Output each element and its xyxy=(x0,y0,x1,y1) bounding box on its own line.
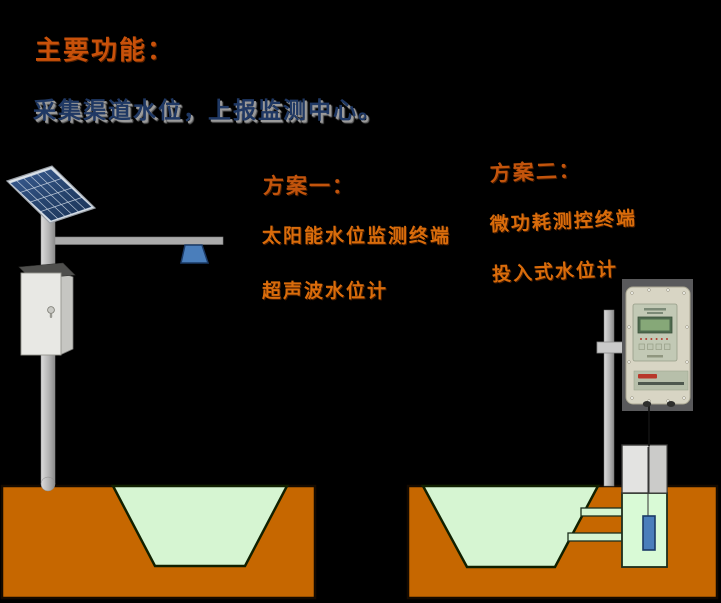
rtu-buttons xyxy=(638,343,671,350)
plan1-item-terminal: 太阳能水位监测终端 xyxy=(262,225,452,247)
mounting-pole xyxy=(596,309,626,487)
pole-bracket xyxy=(596,341,626,354)
rtu-brand-label xyxy=(633,370,689,391)
page-title: 主要功能： xyxy=(35,36,176,66)
plan2-item-terminal: 微功耗测控终端 xyxy=(489,207,638,236)
rtu-device-photo xyxy=(622,279,693,446)
left-channel xyxy=(110,484,290,568)
plan1-item-gauge: 超声波水位计 xyxy=(262,280,389,302)
cabinet-lock-icon xyxy=(47,306,55,318)
right-channel xyxy=(420,484,601,569)
sensor-arm xyxy=(52,236,224,245)
equipment-cabinet xyxy=(18,262,76,356)
enclosure-screws xyxy=(627,288,689,403)
rtu-led-indicators xyxy=(640,338,668,340)
ultrasonic-sensor-icon xyxy=(180,244,210,264)
plan2-item-gauge: 投入式水位计 xyxy=(491,258,619,286)
submersible-sensor-icon xyxy=(642,515,656,551)
rtu-lcd-screen xyxy=(637,316,673,334)
plan2-title: 方案二： xyxy=(489,157,583,186)
solar-panel-icon xyxy=(5,165,97,224)
cable-glands xyxy=(642,401,676,407)
plan2-block: 方案二： 微功耗测控终端 投入式水位计 xyxy=(487,148,713,297)
plan1-title: 方案一： xyxy=(263,174,355,198)
function-description: 采集渠道水位，上报监测中心。 xyxy=(33,98,383,124)
